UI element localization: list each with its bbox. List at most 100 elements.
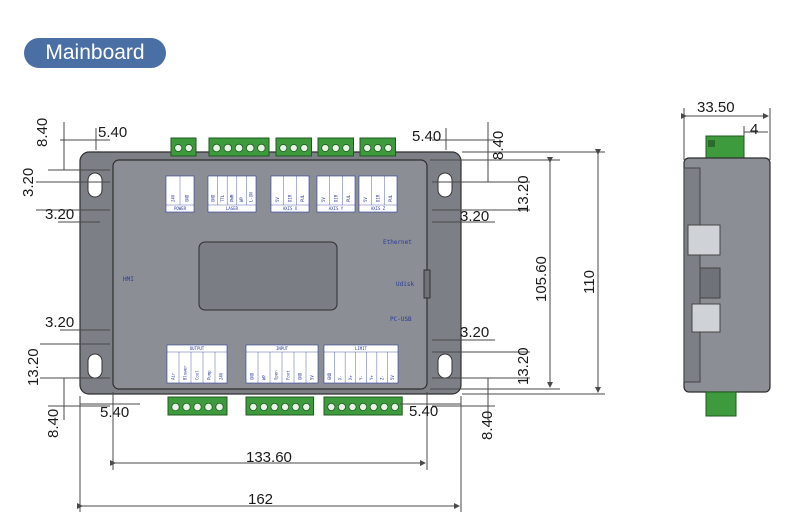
top-connectors	[170, 137, 396, 157]
connector-input	[245, 396, 315, 416]
dim-right-3-20-a: 3.20	[460, 208, 489, 225]
dim-top-right-h: 5.40	[412, 128, 441, 145]
pin-label: TTL	[220, 194, 225, 202]
pin-label: DIR	[288, 194, 293, 202]
dimension-lines	[36, 108, 771, 512]
pin-label: Foot	[286, 370, 291, 380]
connector-power	[170, 137, 197, 157]
screw-terminal	[184, 144, 193, 152]
screw-terminal	[302, 402, 311, 412]
dim-left-13-20-b: 13.20	[25, 348, 42, 386]
pin-label: PUL	[346, 194, 351, 202]
bottom-connectors	[167, 396, 403, 416]
dim-bottom-right-h: 5.40	[409, 403, 438, 420]
side-usb-port	[691, 303, 721, 333]
mounting-hole-bottom-left	[87, 353, 103, 379]
screw-terminal	[363, 144, 372, 152]
screw-terminal	[281, 402, 290, 412]
screw-terminal	[390, 402, 399, 412]
connector-axis-z	[359, 137, 396, 157]
screw-terminal	[369, 402, 378, 412]
pin-label: 24V	[171, 194, 176, 202]
screw-terminal	[270, 402, 279, 412]
pin-label: GND	[185, 194, 190, 202]
side-bottom-connector	[705, 391, 737, 417]
mounting-hole-top-left	[87, 172, 103, 198]
screw-terminal	[384, 144, 393, 152]
page-title: Mainboard	[24, 38, 166, 68]
dim-outer-height: 110	[581, 270, 598, 294]
side-view	[683, 135, 771, 417]
connector-limit	[323, 396, 403, 416]
pin-label: GND	[298, 372, 303, 380]
pin-label: L-ON	[249, 192, 254, 202]
connector-axis-x	[275, 137, 312, 157]
screw-terminal	[223, 143, 233, 153]
screw-terminal	[259, 402, 268, 412]
pin-label: Open	[274, 370, 279, 380]
pin-label: Cool	[195, 370, 200, 380]
dim-left-3-20-c: 3.20	[45, 314, 74, 331]
pin-label: X-	[337, 375, 342, 380]
pin-label: Blower	[183, 365, 188, 380]
group-title: AXIS Y	[329, 206, 344, 211]
pin-label: Z-	[380, 375, 385, 380]
side-flange	[683, 167, 701, 383]
dimension-labels: 5.40 8.40 5.40 8.40 3.20 3.20 13.20 3.20…	[20, 99, 758, 508]
dim-top-left-h: 5.40	[98, 124, 127, 141]
dim-bottom-left-h: 5.40	[100, 404, 129, 421]
screw-terminal	[215, 402, 224, 412]
screw-terminal	[182, 402, 191, 412]
screw-terminal	[249, 402, 258, 412]
connector-laser	[208, 137, 270, 157]
pin-label: PUL	[388, 194, 393, 202]
screw-terminal	[373, 144, 382, 152]
side-connector-screw	[708, 140, 715, 147]
pin-label: Pump	[207, 370, 212, 380]
center-window	[198, 241, 338, 311]
connector-output	[167, 396, 228, 416]
pin-label: X+	[348, 375, 353, 380]
pin-label: 5V	[275, 197, 280, 202]
screw-terminal	[212, 143, 221, 153]
pin-label: 5V	[390, 375, 395, 380]
pin-label: 24V	[219, 372, 224, 380]
screw-terminal	[342, 144, 351, 152]
screw-terminal	[171, 402, 180, 412]
pin-label: PUL	[300, 194, 305, 202]
screw-terminal	[257, 143, 266, 153]
side-udisk-port	[699, 267, 721, 299]
label-box-power: 24V GND POWER	[165, 175, 195, 213]
screw-terminal	[291, 402, 300, 412]
screw-terminal	[348, 402, 357, 412]
pin-label: GND	[327, 372, 332, 380]
group-title: POWER	[174, 206, 187, 211]
group-title: LIMIT	[355, 346, 368, 351]
dim-inner-height: 105.60	[533, 256, 550, 302]
screw-terminal	[337, 402, 346, 412]
usb-port-tab	[423, 269, 431, 299]
pin-label: WP	[239, 197, 244, 202]
dim-outer-width: 162	[248, 491, 273, 508]
group-title: LASER	[226, 206, 239, 211]
dim-right-13-20-a: 13.20	[515, 175, 532, 213]
pin-label: Y-	[359, 375, 364, 380]
group-title: AXIS X	[283, 206, 298, 211]
screw-terminal	[174, 144, 183, 152]
connector-axis-y	[317, 137, 354, 157]
pin-label: DIR	[376, 194, 381, 202]
ethernet-label: Ethernet	[383, 239, 412, 246]
screw-terminal	[331, 144, 340, 152]
dim-right-13-20-b: 13.20	[515, 347, 532, 385]
dim-right-3-20-b: 3.20	[460, 324, 489, 341]
screw-terminal	[327, 402, 336, 412]
dim-bottom-left-v: 8.40	[45, 409, 62, 438]
pin-label: 5V	[321, 197, 326, 202]
